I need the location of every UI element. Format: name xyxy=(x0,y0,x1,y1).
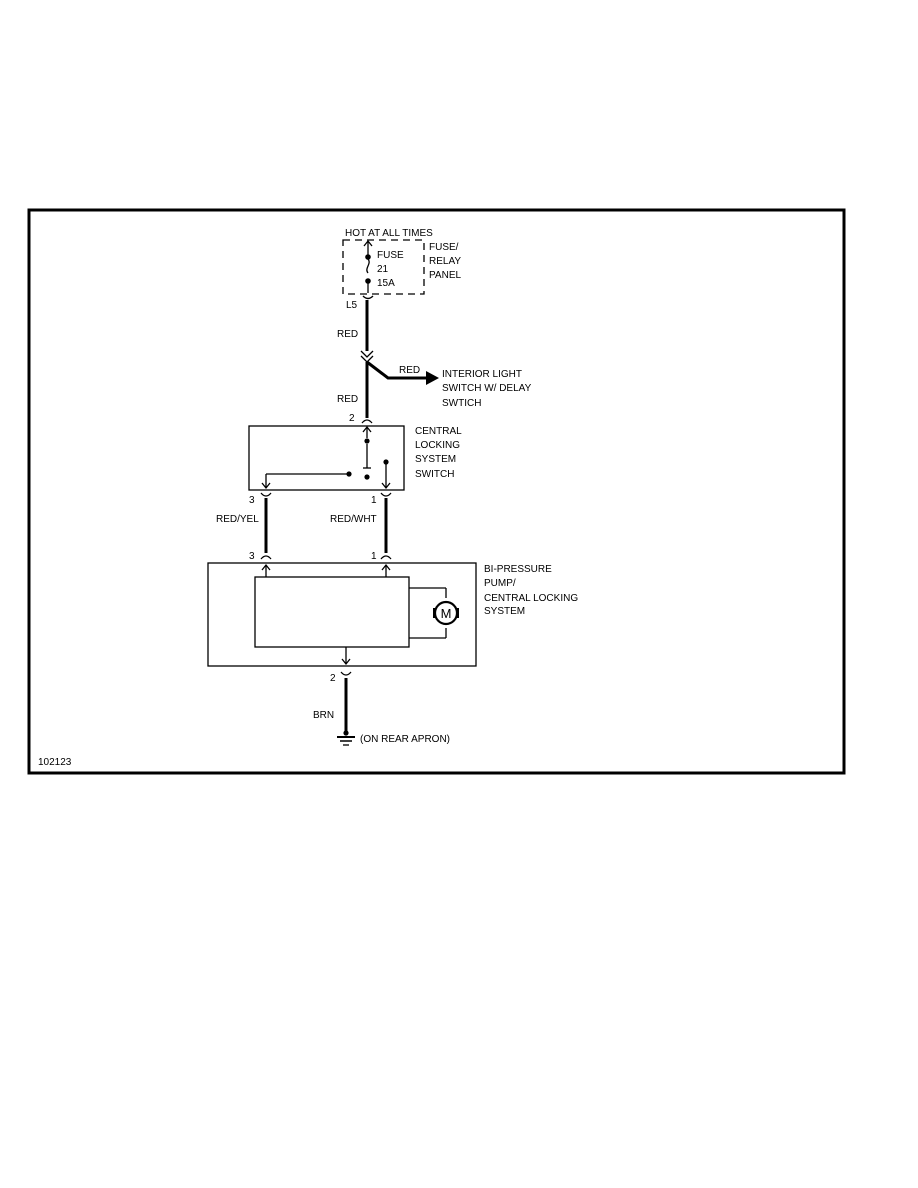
fuse-name: FUSE xyxy=(377,250,404,261)
wire-label-red-wht: RED/WHT xyxy=(330,514,377,525)
branch-dest-line-2: SWITCH W/ DELAY xyxy=(442,383,532,394)
ground-icon xyxy=(337,730,355,746)
wire-label-red-branch: RED xyxy=(399,365,420,376)
pump-label-2: PUMP/ xyxy=(484,578,516,589)
switch-label-3: SYSTEM xyxy=(415,454,456,465)
branch-wire xyxy=(366,360,426,380)
pump-internals xyxy=(254,563,447,666)
branch-arrow xyxy=(426,371,439,385)
fuse-symbol xyxy=(362,239,374,300)
pump-pin-left: 3 xyxy=(249,551,255,562)
pump-box xyxy=(207,562,477,667)
wire-label-red-upper: RED xyxy=(337,329,358,340)
switch-label-2: LOCKING xyxy=(415,440,460,451)
pump-label-1: BI-PRESSURE xyxy=(484,564,552,575)
pump-pin-bottom: 2 xyxy=(330,673,336,684)
fuse-panel-box xyxy=(342,239,425,295)
fuse-panel-label-1: FUSE/ xyxy=(429,242,459,253)
switch-internals xyxy=(261,425,391,490)
wire-label-red-yel: RED/YEL xyxy=(216,514,259,525)
wire-label-red-lower: RED xyxy=(337,394,358,405)
switch-label-4: SWITCH xyxy=(415,469,454,480)
motor-letter: M xyxy=(441,606,452,621)
pump-label-3: CENTRAL LOCKING xyxy=(484,593,578,604)
fuse-panel-label-3: PANEL xyxy=(429,270,461,281)
fuse-connector-label: L5 xyxy=(346,300,358,311)
fuse-panel-label-2: RELAY xyxy=(429,256,461,267)
motor-symbol xyxy=(433,600,459,626)
branch-dest-line-1: INTERIOR LIGHT xyxy=(442,369,522,380)
switch-pin-left: 3 xyxy=(249,495,255,506)
fuse-number: 21 xyxy=(377,264,389,275)
power-source-label: HOT AT ALL TIMES xyxy=(345,228,433,239)
branch-dest-line-3: SWTICH xyxy=(442,398,481,409)
pump-pin-right: 1 xyxy=(371,551,377,562)
fuse-rating: 15A xyxy=(377,278,395,289)
switch-pin-right: 1 xyxy=(371,495,377,506)
figure-id: 102123 xyxy=(38,757,72,768)
diagram-frame xyxy=(27,208,846,775)
switch-pin-top: 2 xyxy=(349,413,355,424)
splice-connector xyxy=(360,350,374,358)
central-locking-switch-box xyxy=(248,425,405,491)
wire-label-brn: BRN xyxy=(313,710,334,721)
switch-label-1: CENTRAL xyxy=(415,426,462,437)
pump-label-4: SYSTEM xyxy=(484,606,525,617)
ground-label: (ON REAR APRON) xyxy=(360,734,450,745)
